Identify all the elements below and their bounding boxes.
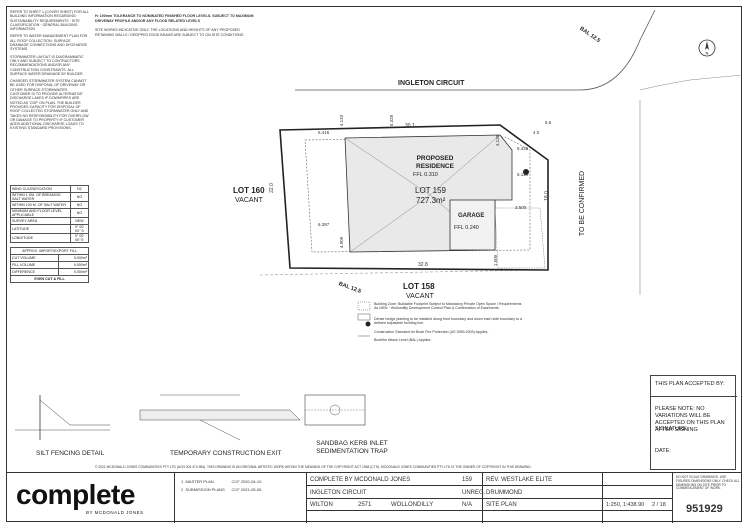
legend-bushfire: Construction Standard for Bush Fire Prot…	[374, 330, 489, 334]
setback-12: 4.0	[533, 130, 540, 135]
note-1: REFER TO SHEET 1 (COVER SHEET) FOR ALL B…	[10, 10, 89, 32]
kerb-inlet-title: SANDBAG KERB INLET SEDIMENTATION TRAP	[316, 440, 388, 455]
tolerance-note: H: 100mm TOLERANCE TO NOMINATED FINISHED…	[95, 14, 254, 23]
setback-6: 5.436	[517, 146, 529, 151]
council-field: WOLLONDILLY	[391, 502, 434, 508]
dim-top: 30.1	[405, 123, 415, 129]
address-field: INGLETON CIRCUIT	[310, 490, 367, 496]
garage-ffl: FFL 0.240	[454, 225, 479, 231]
setback-1: 6.416	[318, 130, 330, 135]
title-block: complete BY MCDONALD JONES 1 MASTER PLAN…	[6, 472, 742, 523]
lot-160-label: LOT 160	[233, 186, 265, 195]
svg-text:N: N	[706, 51, 709, 56]
north-arrow-icon: N	[698, 39, 716, 57]
sheet-number-field: 2 / 18	[652, 502, 666, 508]
section-field: N/A	[462, 502, 473, 508]
suburb-field: WILTON	[310, 502, 333, 508]
house-design-field: REV. WESTLAKE ELITE	[486, 477, 553, 483]
drawing-frame	[6, 6, 742, 522]
silt-fence-title: SILT FENCING DETAIL	[36, 450, 105, 457]
brand-logo: complete	[16, 479, 135, 510]
job-number: 951929	[686, 503, 723, 515]
construction-exit-title: TEMPORARY CONSTRUCTION EXIT	[170, 450, 282, 457]
copyright-notice: © 2021 MCDONALD JONES COMMUNITIES PTY LT…	[95, 465, 532, 469]
acceptance-box: THIS PLAN ACCEPTED BY: PLEASE NOTE: NO V…	[650, 375, 737, 470]
accept-title: THIS PLAN ACCEPTED BY:	[655, 381, 725, 387]
wind-table-value: 0° 00' 00" E	[69, 233, 90, 243]
residence-label: PROPOSED RESIDENCE	[416, 155, 454, 170]
siteworks-note: SITE WORKS INDICATIVE ONLY. THE LOCATION…	[95, 28, 244, 37]
client-name: COMPLETE BY MCDONALD JONES	[310, 477, 411, 483]
legend-bal: Bushfire Attack Level (BAL) Applies.	[374, 338, 432, 342]
setback-9: 3.500	[515, 205, 527, 210]
dim-bottom: 32.8	[418, 262, 428, 268]
lot-number: LOT 159	[415, 186, 446, 195]
street-name: INGLETON CIRCUIT	[398, 80, 465, 87]
sheet-title-field: SITE PLAN	[486, 502, 517, 508]
brand-subtitle: BY MCDONALD JONES	[86, 510, 144, 515]
facade-field: DRUMMOND	[486, 490, 523, 496]
lot-area: 727.3m²	[416, 196, 446, 205]
setback-11: 5.5	[545, 120, 552, 125]
lot-number-field: 159	[462, 477, 473, 483]
note-2: REFER TO WATER MANAGEMENT PLAN FOR ALL R…	[10, 34, 88, 52]
postcode-field: 2571	[358, 502, 372, 508]
general-notes: REFER TO SHEET 1 (COVER SHEET) FOR ALL B…	[10, 10, 89, 134]
lot-158-label: LOT 158	[403, 282, 435, 291]
setback-4: 6.397	[318, 222, 330, 227]
setback-7: 5.116	[517, 172, 528, 177]
lot-160-status: VACANT	[235, 197, 263, 204]
revision-2: 2 SUBMISSION PLANS CCF 2021-05-06	[181, 487, 262, 492]
scale-field: 1:250, 1:438.90	[606, 502, 645, 508]
note-3: STORMWATER LAYOUT IS DIAGRAMMATIC ONLY A…	[10, 54, 84, 76]
lot-158-status: VACANT	[406, 293, 434, 300]
residence-ffl: FFL 0.310	[413, 172, 438, 178]
dp-field: UNREG.	[462, 490, 486, 496]
legend-building-zone: Building Zone: Buildable Footprint Subje…	[374, 302, 522, 311]
revision-1: 1 MASTER PLAN CCF 2020-04-10	[181, 479, 262, 484]
date-label: DATE:	[655, 448, 671, 454]
disclaimer: DO NOT SCALE DRAWINGS. USE FIGURED DIMEN…	[676, 475, 740, 491]
signature-label: SIGNATURE:	[655, 426, 689, 432]
legend-hedge: Dense hedge planting to be installed alo…	[374, 317, 523, 326]
note-4: CHARGED STORMWATER SYSTEM CANNOT BE USED…	[10, 79, 89, 131]
garage-label: GARAGE	[458, 213, 485, 219]
fill-footer: EVEN CUT & FILL	[10, 275, 89, 283]
accept-note: PLEASE NOTE: NO VARIATIONS WILL BE ACCEP…	[655, 406, 725, 433]
